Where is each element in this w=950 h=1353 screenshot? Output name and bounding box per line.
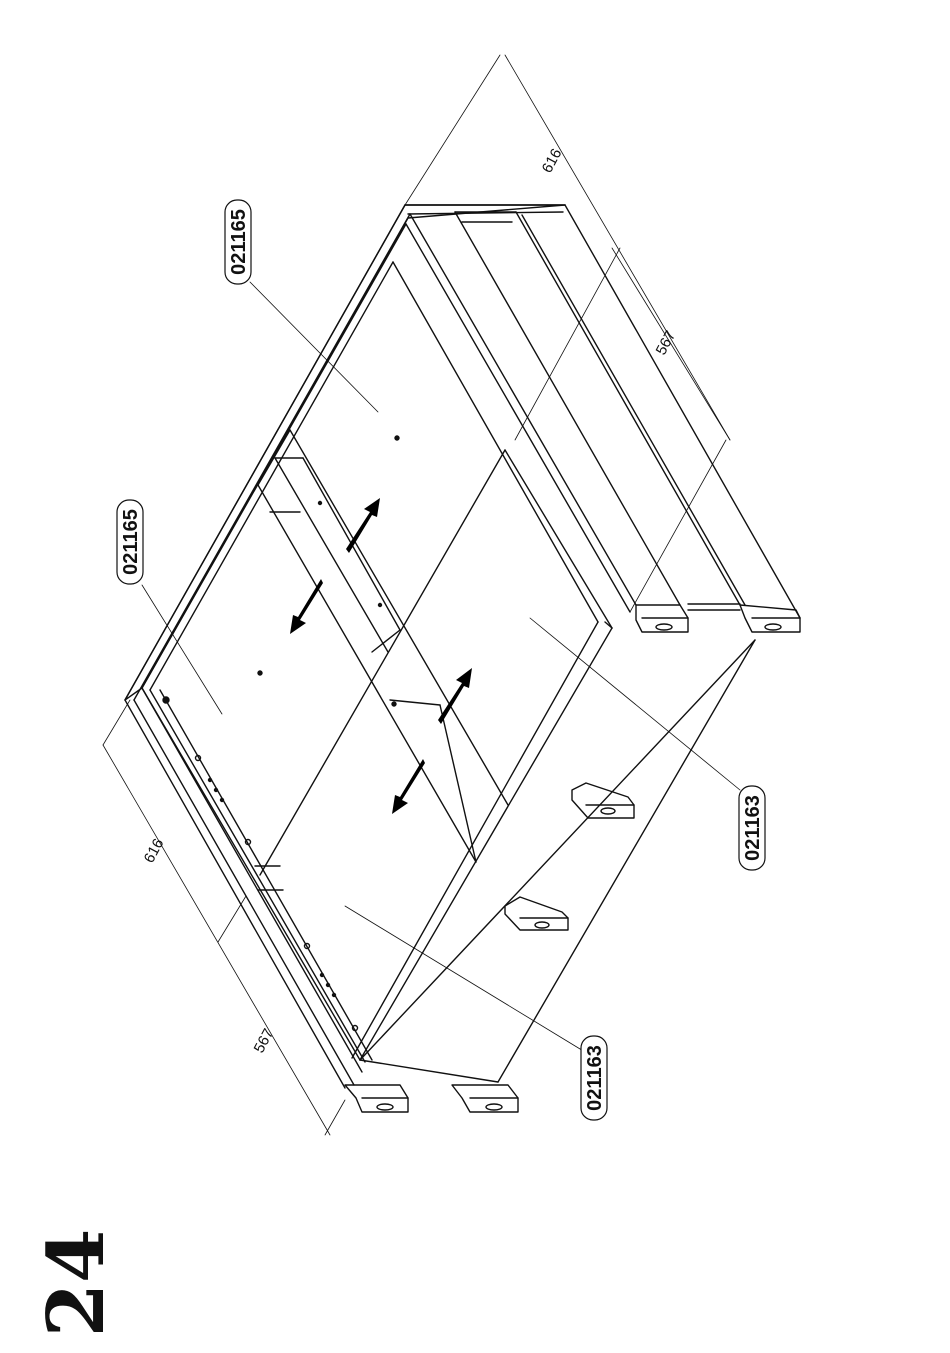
leg-far-2 [740,605,800,632]
label-upper-left-text: 021165 [120,509,142,575]
near-rail [125,688,372,1088]
panel-021165-upper [142,430,508,1060]
block-2 [505,897,568,930]
dim-top-right-inner: 567 [653,328,680,358]
label-top: 021165 [225,200,251,284]
arrow-1-icon [346,498,380,553]
dim-left-inner: 567 [251,1026,278,1056]
leader-lines [142,282,740,1052]
label-bottom: 021163 [581,1036,607,1120]
dim-left-outer: 616 [141,836,168,866]
dim-top-right-outer: 616 [539,146,566,176]
label-bottom-text: 021163 [584,1045,606,1111]
label-upper-left: 021165 [117,500,143,584]
top-frame [125,205,565,700]
block-1 [572,783,634,818]
arrow-3-icon [438,668,472,724]
label-right-text: 021163 [742,795,764,861]
arrow-4-icon [392,759,425,814]
leg-far-1 [636,605,688,632]
label-top-text: 021165 [228,209,250,275]
direction-arrows [290,498,472,814]
leg-near-2 [452,1085,518,1112]
leg-near-1 [345,1085,408,1112]
panel-021163-lower [260,450,755,1082]
label-right: 021163 [739,786,765,870]
far-rail [393,205,800,622]
arrow-2-icon [290,579,323,634]
